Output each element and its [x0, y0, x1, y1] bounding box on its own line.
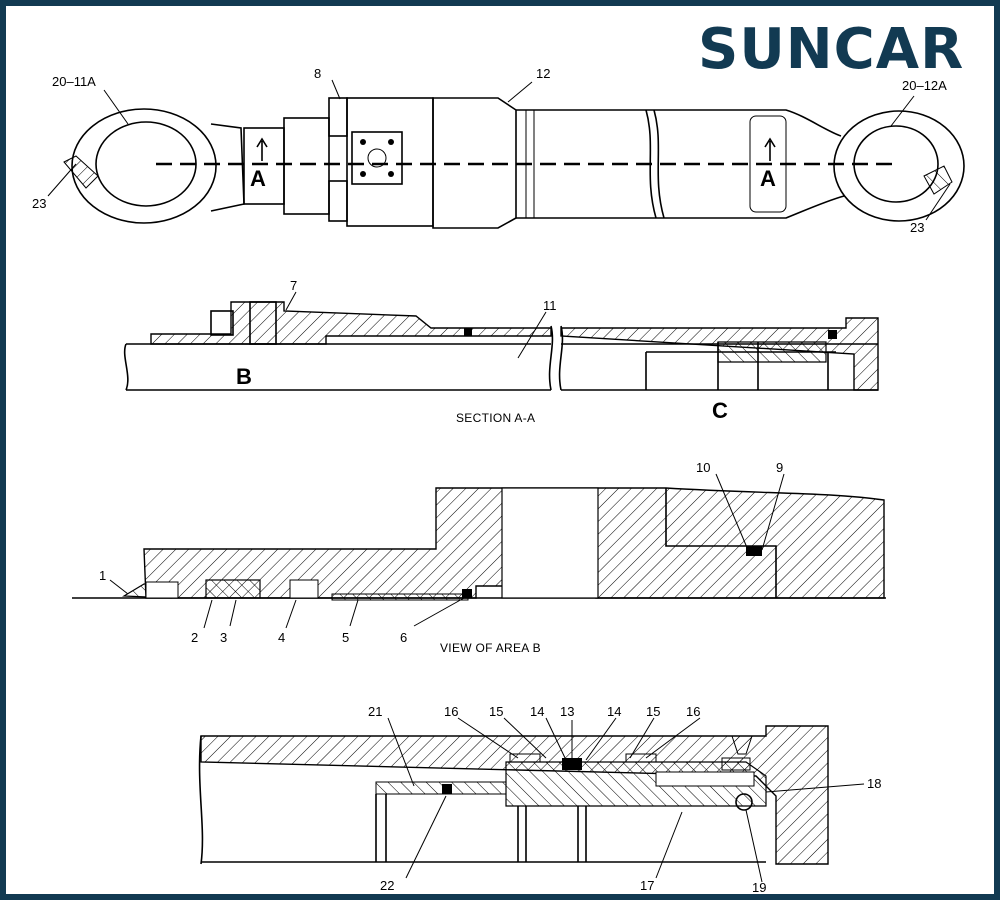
- label-b-5: 5: [342, 630, 349, 645]
- section-mark-left: A: [250, 166, 266, 191]
- brand-logo: SUNCAR: [698, 17, 964, 82]
- label-rod-eye: 20–11A: [52, 74, 96, 89]
- label-b-3: 3: [220, 630, 227, 645]
- label-c-18: 18: [867, 776, 881, 791]
- label-grease-right: 23: [910, 220, 924, 235]
- label-c-14a: 14: [530, 704, 544, 719]
- view-of-area-b: 1 2 3 4 5 6 9 10 VIEW OF AREA B: [72, 460, 886, 655]
- label-c-16b: 16: [686, 704, 700, 719]
- area-c-mark: C: [712, 398, 728, 423]
- label-grease-left: 23: [32, 196, 46, 211]
- label-c-16a: 16: [444, 704, 458, 719]
- label-b-2: 2: [191, 630, 198, 645]
- label-tube-12: 12: [536, 66, 550, 81]
- area-b-mark: B: [236, 364, 252, 389]
- label-c-22: 22: [380, 878, 394, 893]
- label-head-eye: 20–12A: [902, 78, 947, 93]
- label-port-8: 8: [314, 66, 321, 81]
- label-c-17: 17: [640, 878, 654, 893]
- section-mark-right: A: [760, 166, 776, 191]
- label-b-10: 10: [696, 460, 710, 475]
- label-port-7: 7: [290, 278, 297, 293]
- section-a-a-view: 7 11 B C SECTION A-A: [123, 278, 879, 425]
- brand-logo-text: SUNCAR: [698, 17, 964, 82]
- caption-area-b: VIEW OF AREA B: [440, 641, 541, 655]
- label-c-21: 21: [368, 704, 382, 719]
- label-c-19: 19: [752, 880, 766, 894]
- label-c-13: 13: [560, 704, 574, 719]
- cylinder-external-view: A A 20–11A 8 12 20–12A 23 23: [32, 66, 965, 235]
- label-rod-11: 11: [543, 298, 557, 313]
- label-c-15a: 15: [489, 704, 503, 719]
- caption-section-a-a: SECTION A-A: [456, 411, 535, 425]
- label-c-15b: 15: [646, 704, 660, 719]
- parts-diagram: SUNCAR A A: [32, 17, 965, 895]
- label-b-1: 1: [99, 568, 106, 583]
- view-of-area-c: 21 16 15 14 13 14 15 16 18 22 17 19: [198, 704, 881, 895]
- label-c-14b: 14: [607, 704, 621, 719]
- label-b-9: 9: [776, 460, 783, 475]
- label-b-6: 6: [400, 630, 407, 645]
- label-b-4: 4: [278, 630, 285, 645]
